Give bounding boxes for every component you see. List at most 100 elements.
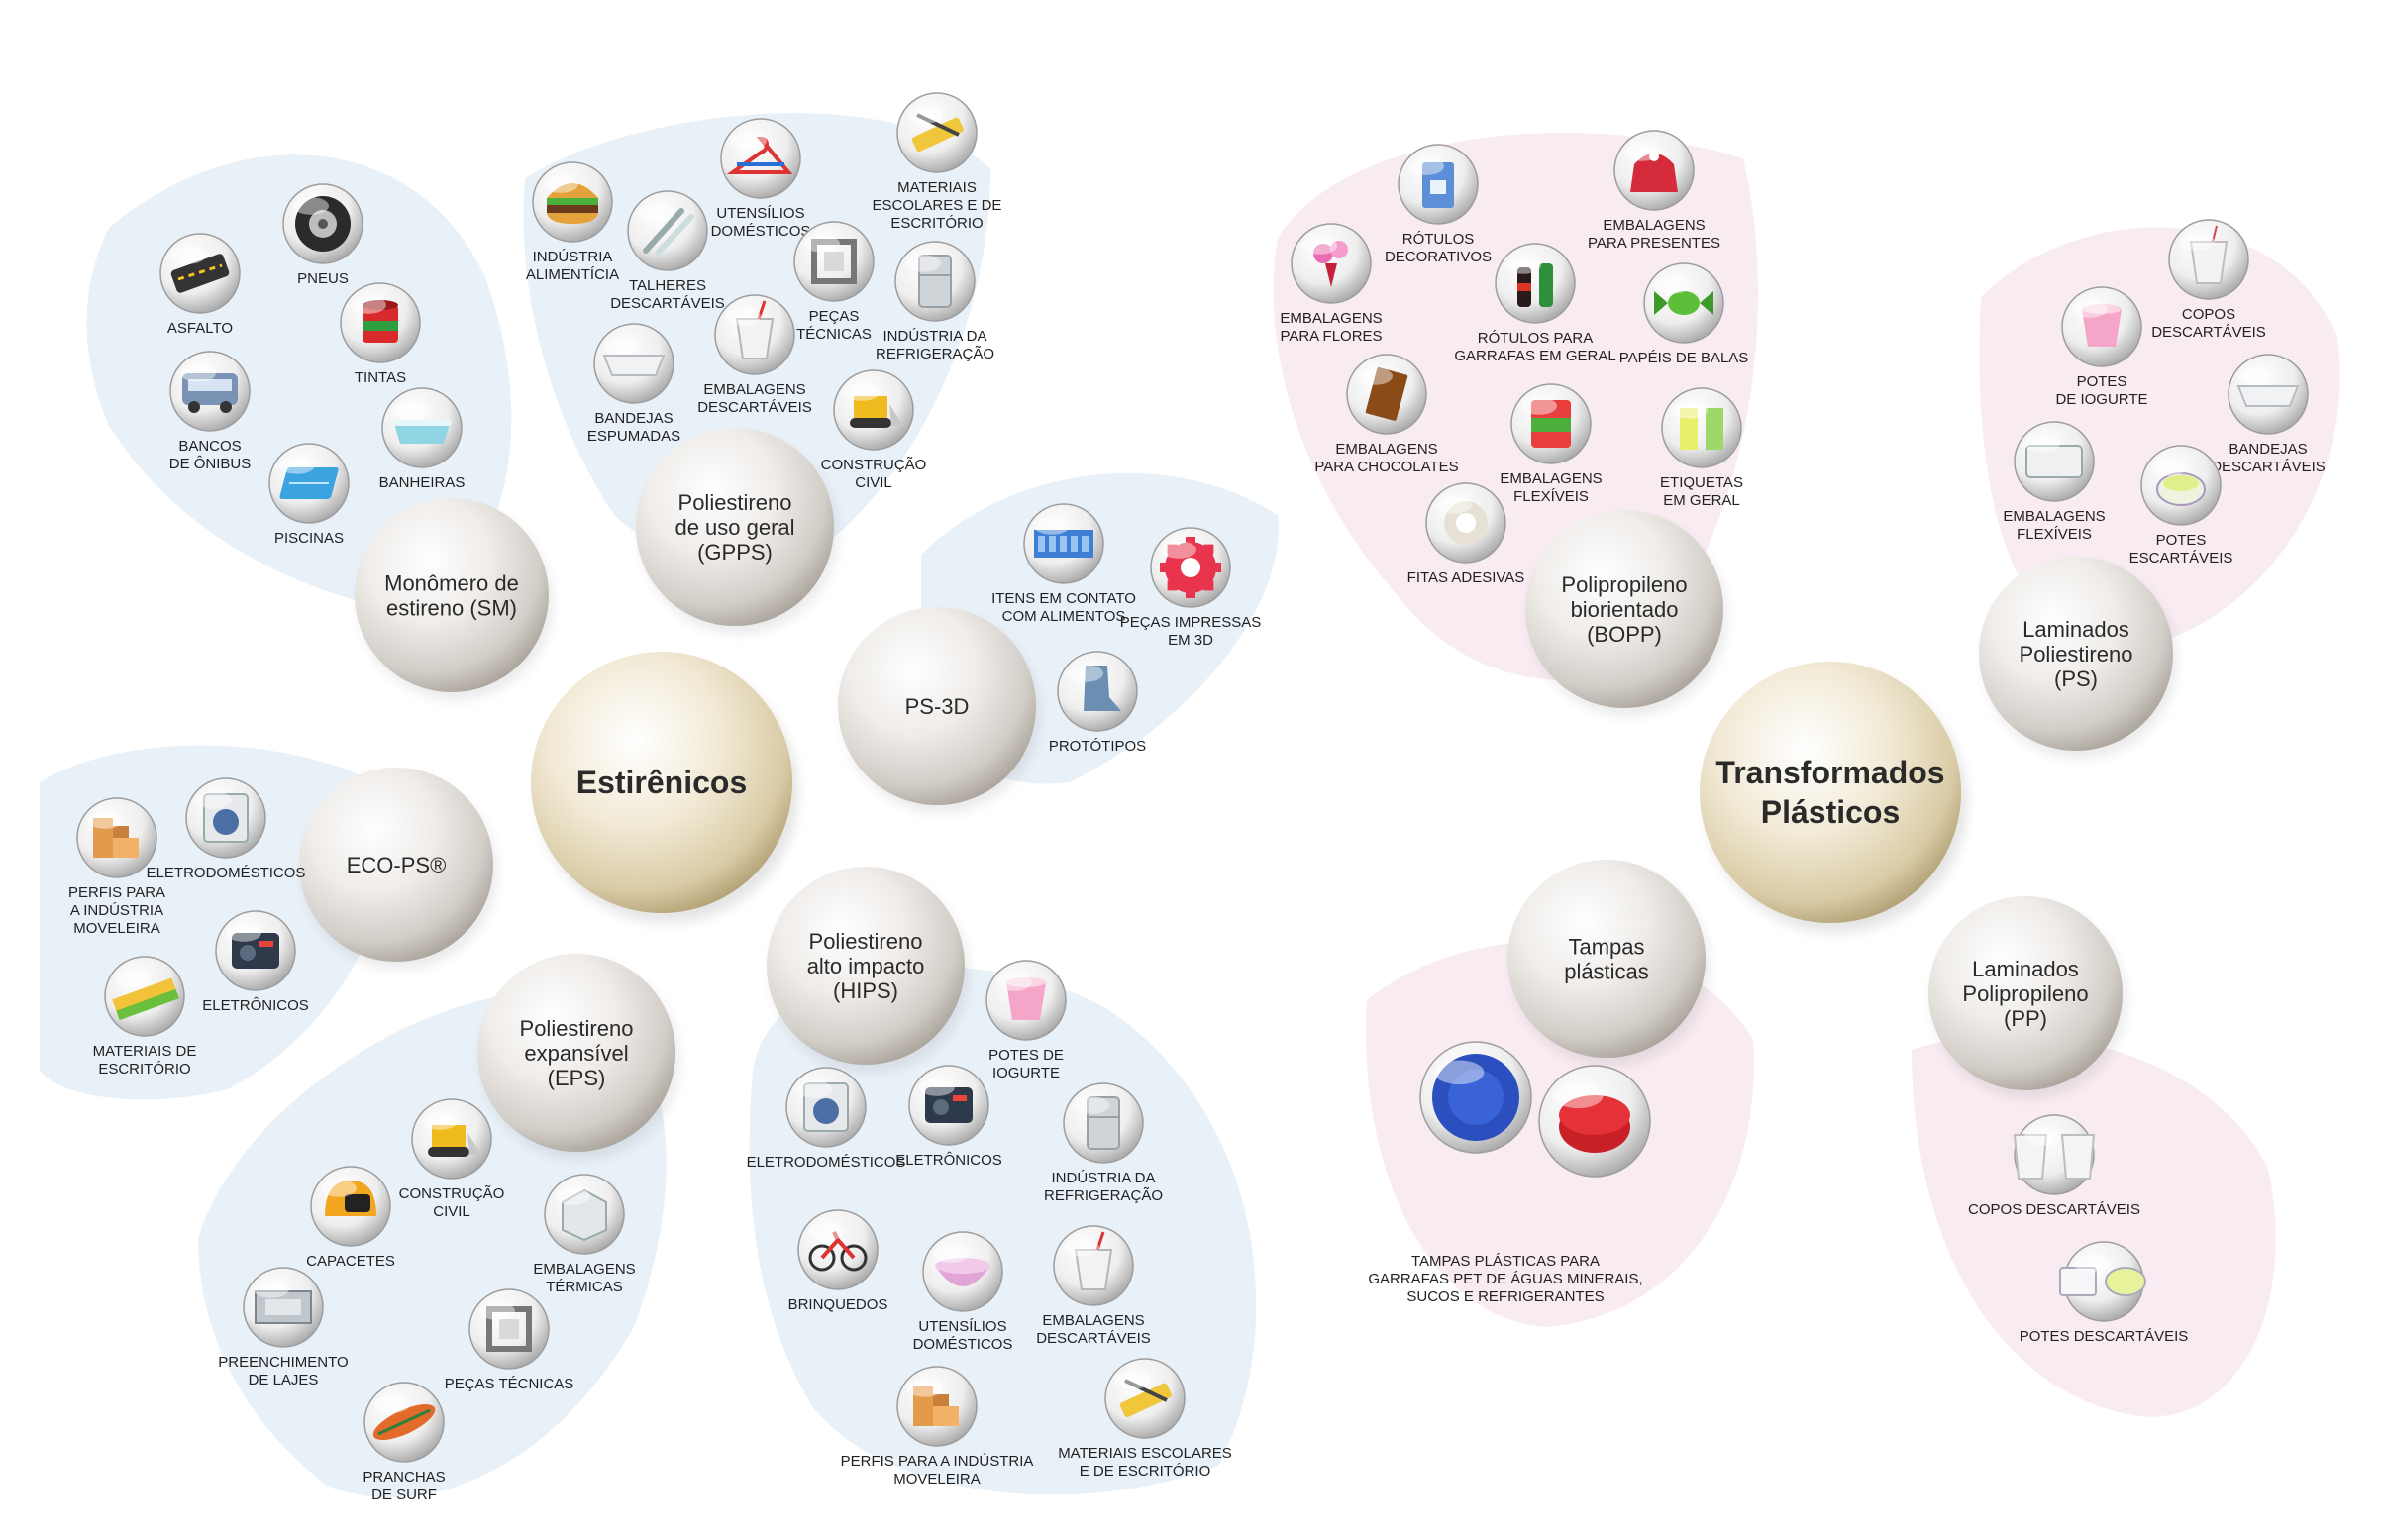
item-label: INDÚSTRIA DA [882,328,986,345]
bubble-gloss [170,247,206,264]
item-label: PNEUS [297,270,349,287]
item-label: DE ÔNIBUS [169,456,252,472]
yogurt-cup-icon [2082,304,2122,347]
cup-straw-icon [735,300,775,359]
pearl-label: Polipropileno [1561,572,1687,597]
bubble-gloss [2151,459,2187,476]
bubble-gloss [2024,1128,2060,1146]
item-label: RÓTULOS PARA [1478,330,1593,347]
item-label: PAPÉIS DE BALAS [1619,350,1749,366]
fridge-icon [1087,1096,1120,1150]
bubble-gloss [905,255,941,272]
item-tintas: TINTAS [340,282,421,386]
bubble-gloss [933,1245,969,1263]
radio-icon [925,1087,973,1123]
pearl-label: (PP) [2004,1006,2047,1031]
item-label: MOVELEIRA [73,920,160,937]
item-label: PARA CHOCOLATES [1314,459,1458,475]
item-label: ETIQUETAS [1660,474,1743,491]
item-label: CONSTRUÇÃO [399,1185,505,1202]
item-label: ESCRITÓRIO [890,215,983,232]
bubble-gloss [996,974,1032,991]
bubble-gloss [196,791,232,809]
item-label: INDÚSTRIA DA [1051,1170,1155,1186]
item-tampas_item_blue [1419,1041,1532,1154]
bubble-gloss [1654,276,1690,294]
cup-straw-icon [1074,1231,1113,1290]
petal-lpp [1912,1035,2276,1417]
wood-profile-icon [93,818,139,858]
main-node-label: Plásticos [1761,794,1901,830]
main-pearl-sphere [531,652,792,913]
item-label: DESCARTÁVEIS [697,399,812,416]
pearl-label: (EPS) [548,1066,606,1090]
item-label: TAMPAS PLÁSTICAS PARA [1411,1253,1600,1270]
bubble-gloss [1074,1096,1109,1114]
wood-profile-icon [913,1386,959,1426]
item-label: PARA PRESENTES [1588,235,1720,252]
burger-icon [547,183,598,224]
paint-can-icon [363,300,398,343]
item-papeis_balas: PAPÉIS DE BALAS [1619,262,1749,366]
container-icon [2025,445,2083,478]
item-fitas: FITAS ADESIVAS [1407,482,1524,586]
item-label: DESCARTÁVEIS [610,295,725,312]
bubble-gloss [374,1395,410,1413]
tray-icon [602,355,666,376]
cutlery-icon [643,208,694,256]
gift-bag-icon [1630,152,1678,192]
road-icon [170,254,230,293]
fridge-icon [918,255,952,308]
bubble-gloss [2179,233,2215,251]
bubble-gloss [796,1080,832,1098]
item-label: CIVIL [433,1203,470,1220]
item-label: PEÇAS TÉCNICAS [445,1376,574,1392]
item-label: REFRIGERAÇÃO [1044,1187,1163,1204]
pearl-label: (BOPP) [1587,622,1662,647]
item-label: IOGURTE [992,1065,1060,1081]
item-label: ESCARTÁVEIS [2129,550,2233,566]
bubble-gloss [2238,367,2274,385]
bubble-gloss [1357,367,1393,385]
pearl-sphere [477,954,675,1152]
bubble-gloss [1434,1060,1485,1085]
stationery-icon [1119,1379,1172,1418]
item-asfalto: ASFALTO [159,233,241,337]
bubble-gloss [907,106,943,124]
helmet-icon [325,1181,376,1216]
washer-icon [803,1082,849,1132]
bubble-gloss [2072,300,2108,318]
bubble-gloss [907,1380,943,1397]
bubble-gloss [638,204,674,222]
item-piscinas: PISCINAS [268,443,350,547]
red-cap-icon [1559,1095,1630,1153]
item-label: PISCINAS [274,530,344,547]
bubble-gloss [422,1112,458,1130]
pearl-label: plásticas [1564,960,1649,984]
item-bubble [1495,243,1576,324]
pool-icon [279,467,339,499]
item-label: TÉRMICAS [546,1279,623,1295]
pearl-sphere [1979,557,2173,751]
pearl-node-ps3d: PS-3D [838,607,1040,813]
bulldozer-icon [428,1125,481,1157]
item-label: PERFIS PARA A INDÚSTRIA [841,1453,1034,1470]
